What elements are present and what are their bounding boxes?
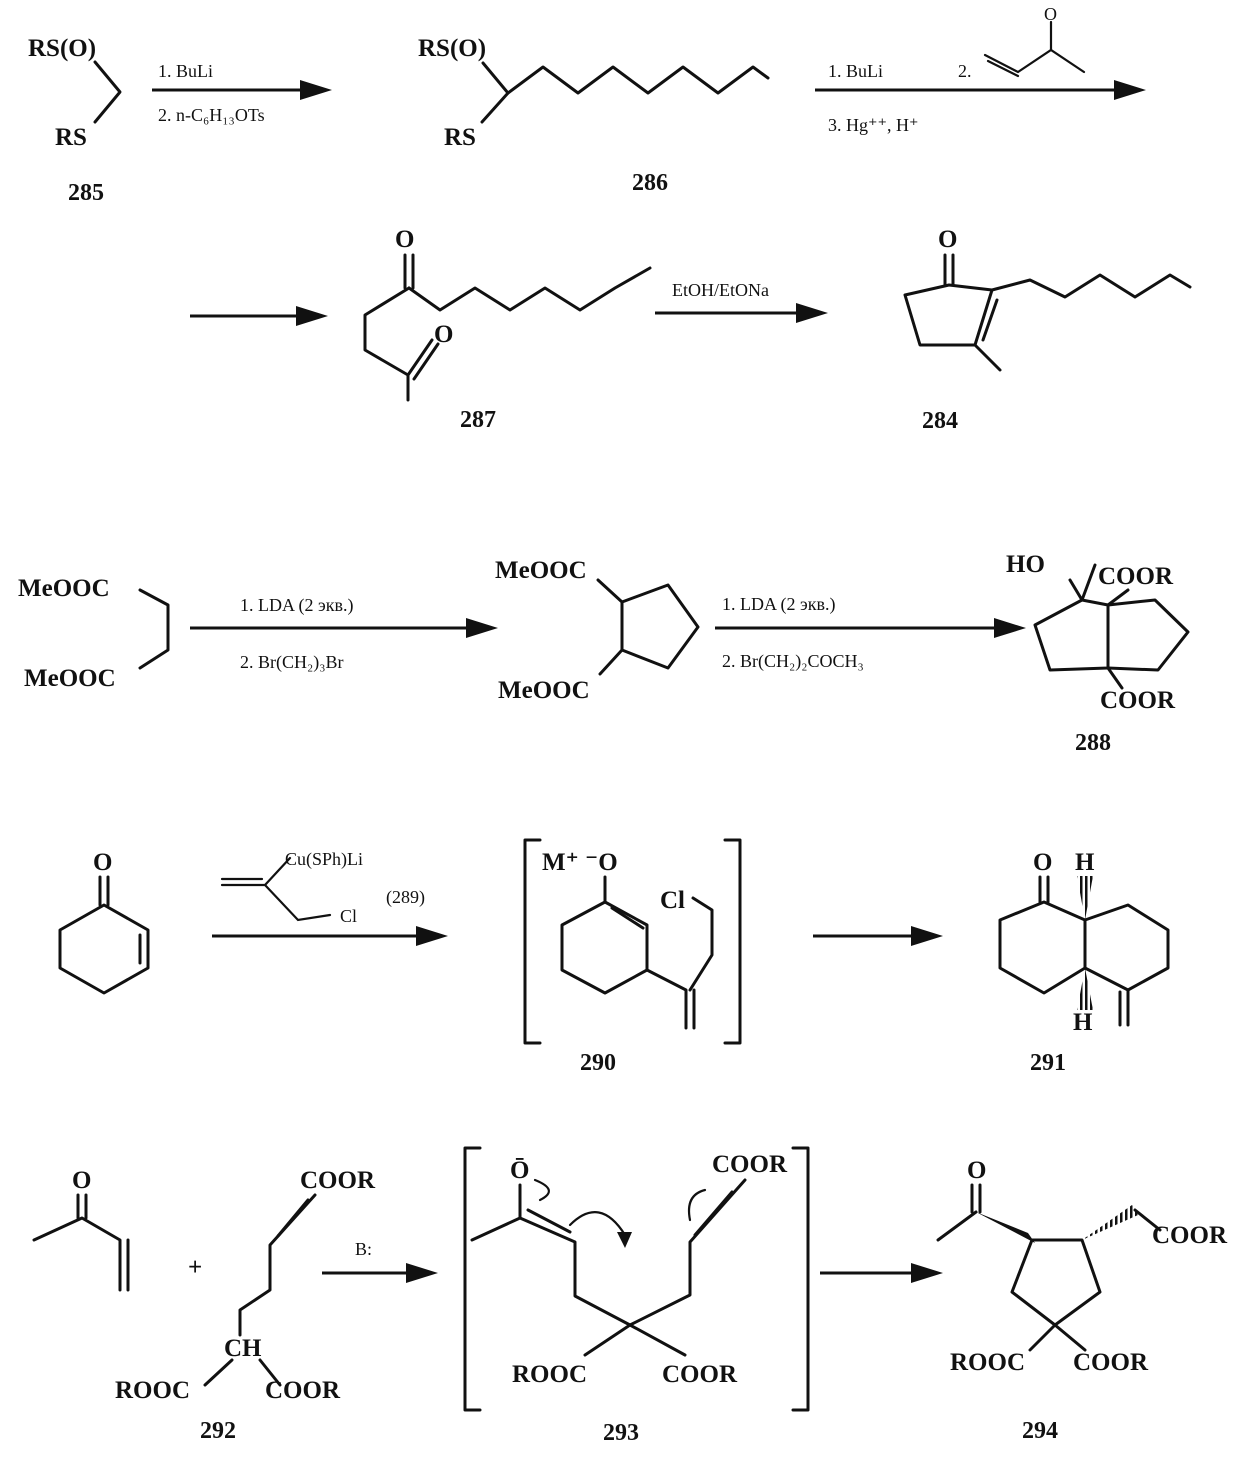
enolate-label: M⁺ ⁻O <box>542 849 618 876</box>
compound-292: COOR CH ROOC COOR 292 <box>115 1167 376 1444</box>
ester-label: MeOOC <box>495 557 587 584</box>
ester-label: COOR <box>1098 563 1174 590</box>
reaction-arrow-step2: 1. BuLi 2. O 3. Hg⁺⁺, H⁺ <box>815 4 1146 135</box>
reagent-label: 2. <box>958 61 972 81</box>
ester-label: MeOOC <box>18 575 110 602</box>
ester-label: COOR <box>1100 687 1176 714</box>
reaction-arrow-step1: 1. BuLi 2. n-C₆H₁₃OTs <box>152 61 332 125</box>
reagent-label: 1. BuLi <box>158 61 213 81</box>
hydroxyl-label: HO <box>1006 551 1045 578</box>
sulfoxide-label: RS(O) <box>28 35 96 62</box>
reaction-arrow-step3: EtOH/EtONa <box>655 280 828 323</box>
compound-number: 287 <box>460 407 496 433</box>
compound-number: 286 <box>632 170 668 196</box>
sulfide-label: RS <box>444 124 476 151</box>
reaction-arrow-step9 <box>820 1263 943 1283</box>
atom-label: O <box>1044 4 1057 24</box>
reaction-arrow-step4: 1. LDA (2 экв.) 2. Br(CH₂)₃Br <box>190 595 498 673</box>
ester-label: ROOC <box>115 1377 190 1404</box>
compound-number: 285 <box>68 180 104 206</box>
compound-291: O H H 291 <box>998 849 1170 1076</box>
h-label: H <box>1075 849 1095 876</box>
ester-label: COOR <box>662 1361 738 1388</box>
atom-label: O <box>1033 849 1052 876</box>
atom-label: Cl <box>340 906 357 926</box>
reagent-label: 2. Br(CH₂)₃Br <box>240 652 344 673</box>
reagent-label: 3. Hg⁺⁺, H⁺ <box>828 115 919 135</box>
reagent-label: 1. LDA (2 экв.) <box>722 594 835 615</box>
atom-label: O <box>434 321 453 348</box>
reagent-label: EtOH/EtONa <box>672 280 769 300</box>
atom-label: O <box>967 1157 986 1184</box>
compound-number: 290 <box>580 1050 616 1076</box>
compound-number: 284 <box>922 408 958 434</box>
atom-label: O <box>93 849 112 876</box>
ester-label: ROOC <box>950 1349 1025 1376</box>
reagent-label: Cu(SPh)Li <box>285 849 363 870</box>
ester-label: COOR <box>265 1377 341 1404</box>
reaction-arrow-step8: B: <box>322 1239 438 1283</box>
atom-label: Cl <box>660 887 685 914</box>
compound-methyl-vinyl-ketone: O <box>32 1167 130 1292</box>
compound-290: M⁺ ⁻O Cl 290 <box>523 838 742 1076</box>
ester-label: COOR <box>712 1151 788 1178</box>
ester-label: COOR <box>300 1167 376 1194</box>
compound-number: 292 <box>200 1418 236 1444</box>
atom-label: O <box>395 226 414 253</box>
ester-label: ROOC <box>512 1361 587 1388</box>
ester-label: MeOOC <box>24 665 116 692</box>
compound-286: RS(O) RS 286 <box>418 35 770 196</box>
ch-label: CH <box>224 1335 262 1362</box>
compound-288: HO COOR COOR 288 <box>1006 551 1190 756</box>
reagent-label: 2. n-C₆H₁₃OTs <box>158 105 265 125</box>
compound-number: 288 <box>1075 730 1111 756</box>
reagent-label: 1. LDA (2 экв.) <box>240 595 353 616</box>
compound-294: O COOR ROOC COOR 294 <box>936 1157 1228 1444</box>
compound-284: O 284 <box>903 226 1192 434</box>
compound-293: Ō COOR ROOC COOR 293 <box>463 1146 810 1446</box>
reaction-arrow-step7 <box>813 926 943 946</box>
ester-label: COOR <box>1073 1349 1149 1376</box>
compound-number: 294 <box>1022 1418 1058 1444</box>
h-label: H <box>1073 1009 1093 1036</box>
compound-285: RS(O) RS 285 <box>28 35 122 206</box>
base-label: B: <box>355 1239 372 1259</box>
reaction-arrow-step5: 1. LDA (2 экв.) 2. Br(CH₂)₂COCH₃ <box>715 594 1026 672</box>
atom-label: Ō <box>510 1157 529 1184</box>
compound-cyclopentane-diester: MeOOC MeOOC <box>495 557 700 704</box>
ester-label: MeOOC <box>498 677 590 704</box>
atom-label: O <box>938 226 957 253</box>
sulfide-label: RS <box>55 124 87 151</box>
compound-number: (289) <box>386 887 425 908</box>
plus-sign: + <box>188 1254 202 1281</box>
compound-287: O O 287 <box>363 226 652 433</box>
reagent-289: Cu(SPh)Li Cl (289) <box>220 849 425 926</box>
compound-number: 291 <box>1030 1050 1066 1076</box>
reagent-label: 1. BuLi <box>828 61 883 81</box>
ester-label: COOR <box>1152 1222 1228 1249</box>
compound-number: 293 <box>603 1420 639 1446</box>
reagent-label: 2. Br(CH₂)₂COCH₃ <box>722 651 864 672</box>
reaction-arrow-continuation <box>190 306 328 326</box>
compound-cyclohexenone: O <box>58 849 150 995</box>
compound-diester: MeOOC MeOOC <box>18 575 170 692</box>
sulfoxide-label: RS(O) <box>418 35 486 62</box>
atom-label: O <box>72 1167 91 1194</box>
reaction-arrow-step6 <box>212 926 448 946</box>
